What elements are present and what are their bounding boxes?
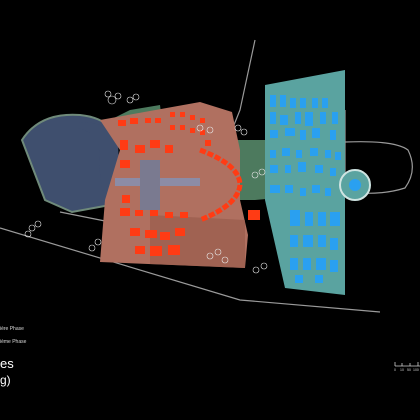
red-buildings bbox=[118, 112, 260, 256]
scale-label-10: 10 bbox=[400, 368, 404, 372]
crescent-buildings bbox=[199, 147, 243, 223]
tree-clusters bbox=[24, 90, 268, 274]
plan-title: es bbox=[0, 356, 14, 371]
scale-label-0: 0 bbox=[394, 368, 396, 372]
legend-phase-2: ième Phase bbox=[0, 339, 27, 345]
plan-subtitle: g) bbox=[0, 373, 11, 387]
central-mall bbox=[140, 160, 160, 210]
blue-buildings bbox=[270, 95, 341, 283]
scale-label-100: 100 bbox=[413, 368, 419, 372]
scale-label-50: 50 bbox=[407, 368, 411, 372]
lake-inner-bay bbox=[78, 122, 120, 195]
scale-bar-icon bbox=[394, 362, 420, 367]
roundabout-center bbox=[349, 179, 361, 191]
legend-phase-1: ière Phase bbox=[0, 326, 24, 332]
brown-zone-south bbox=[150, 215, 245, 268]
